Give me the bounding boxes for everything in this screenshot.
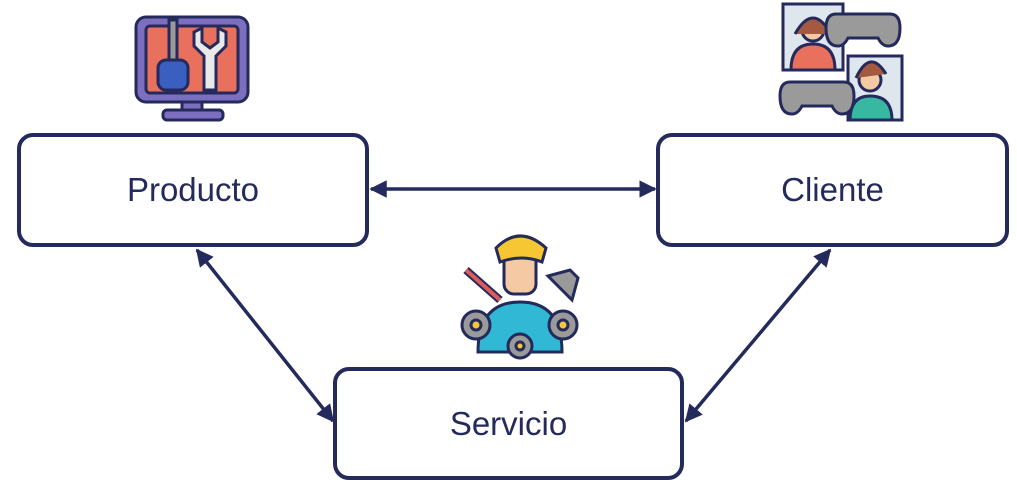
node-cliente-label: Cliente	[781, 171, 884, 208]
node-producto: Producto	[17, 133, 369, 247]
node-producto-label: Producto	[126, 171, 260, 208]
node-servicio-label: Servicio	[449, 404, 568, 442]
node-cliente: Cliente	[656, 133, 1009, 247]
edge-cliente-servicio	[684, 248, 832, 423]
edge-producto-servicio	[195, 248, 335, 423]
node-servicio: Servicio	[333, 367, 684, 480]
